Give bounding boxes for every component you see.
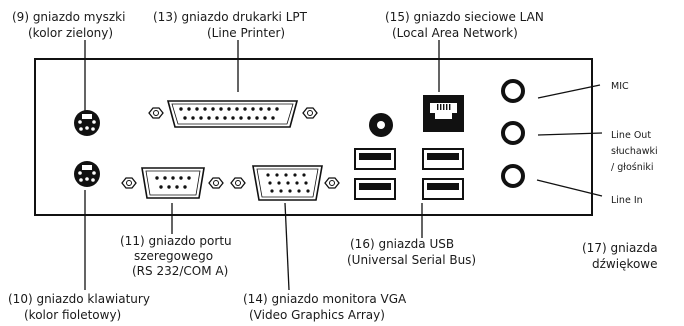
usb-port <box>422 148 464 170</box>
audio-label-line2: dźwiękowe <box>592 257 658 271</box>
usb-port <box>422 178 464 200</box>
lineout-label-line3: / głośniki <box>611 162 654 173</box>
ps2-keyboard-port <box>74 161 100 187</box>
leader-line <box>537 132 603 136</box>
serial-com-port <box>141 167 205 199</box>
audio-label-line1: (17) gniazda <box>582 241 658 255</box>
leader-line <box>536 179 603 197</box>
printer-label-line2: (Line Printer) <box>207 26 285 40</box>
audio-jack-line-out <box>501 121 525 145</box>
usb-port <box>354 148 396 170</box>
hex-screw <box>230 177 246 189</box>
mouse-label-line2: (kolor zielony) <box>28 26 113 40</box>
hex-screw <box>302 107 318 119</box>
serial-label-line2: szeregowego <box>134 249 213 263</box>
audio-jack-line-in <box>501 164 525 188</box>
vga-label-line2: (Video Graphics Array) <box>249 308 385 322</box>
lan-label-line1: (15) gniazdo sieciowe LAN <box>385 10 544 24</box>
keyboard-label-line2: (kolor fioletowy) <box>24 308 121 322</box>
hex-screw <box>148 107 164 119</box>
keyboard-label-line1: (10) gniazdo klawiatury <box>8 292 150 306</box>
rj45-lan-port <box>423 95 464 132</box>
mic-label: MIC <box>611 81 629 92</box>
mouse-label-line1: (9) gniazdo myszki <box>12 10 125 24</box>
serial-label-line3: (RS 232/COM A) <box>132 264 228 278</box>
hex-screw <box>324 177 340 189</box>
leader-line <box>537 84 601 99</box>
serial-label-line1: (11) gniazdo portu <box>120 234 232 248</box>
hex-screw <box>208 177 224 189</box>
usb-label-line2: (Universal Serial Bus) <box>347 253 476 267</box>
lpt-parallel-port <box>166 100 299 128</box>
linein-label: Line In <box>611 195 643 206</box>
vga-port <box>252 165 323 201</box>
lineout-label-line2: słuchawki <box>611 146 658 157</box>
audio-jack-mic <box>501 79 525 103</box>
vga-label-line1: (14) gniazdo monitora VGA <box>243 292 407 306</box>
round-jack <box>369 113 393 137</box>
lineout-label-line1: Line Out <box>611 130 651 141</box>
usb-port <box>354 178 396 200</box>
leader-line <box>284 202 290 291</box>
ps2-mouse-port <box>74 110 100 136</box>
printer-label-line1: (13) gniazdo drukarki LPT <box>153 10 308 24</box>
hex-screw <box>121 177 137 189</box>
usb-label-line1: (16) gniazda USB <box>350 237 454 251</box>
lan-label-line2: (Local Area Network) <box>392 26 518 40</box>
